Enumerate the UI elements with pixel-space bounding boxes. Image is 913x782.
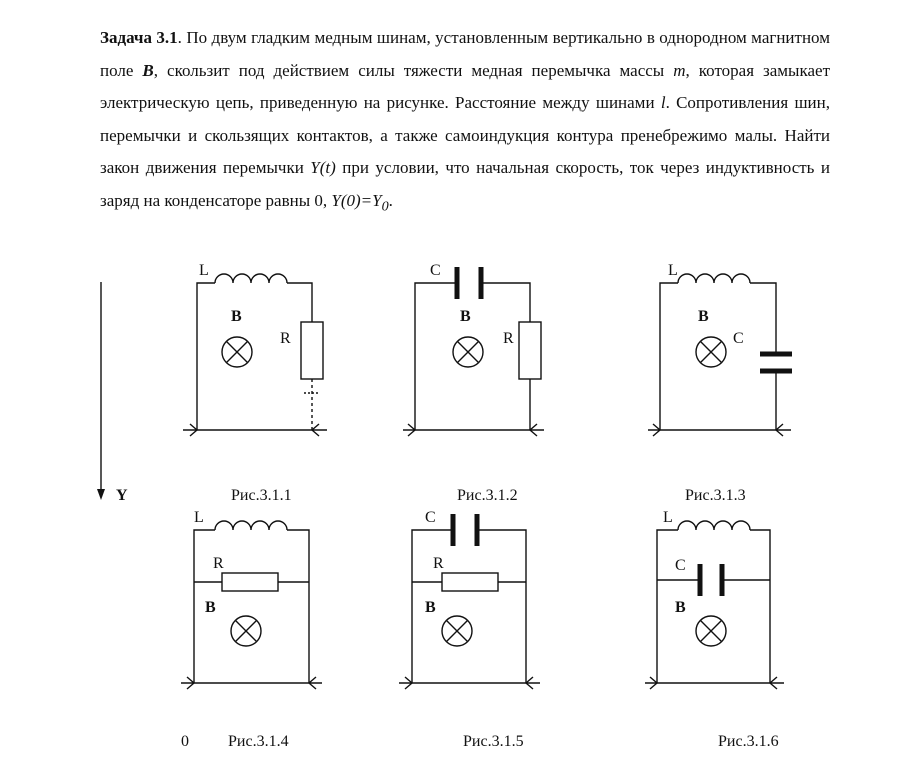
label-B: B: [425, 599, 436, 616]
resistor-R: [221, 572, 279, 592]
inductor-L: [214, 273, 288, 284]
motion-law-symbol: Y(t): [310, 158, 336, 178]
label-C: C: [425, 509, 436, 526]
label-R: R: [213, 555, 224, 572]
figure-3-1-4: L R B 0 Рис.3.1.4: [181, 509, 322, 750]
label-R: R: [280, 330, 291, 347]
figure-caption: Рис.3.1.4: [228, 733, 289, 750]
resistor-R: [300, 321, 324, 380]
mass-symbol: m: [673, 60, 686, 80]
label-B: B: [698, 308, 709, 325]
y-axis: Y: [97, 282, 128, 504]
label-L: L: [663, 509, 673, 526]
problem-text-5: при условии, что начальная скорость, ток…: [100, 158, 830, 210]
label-C: C: [430, 262, 441, 279]
figure-3-1-3: L C B Рис.3.1.3: [648, 262, 792, 504]
label-R: R: [433, 555, 444, 572]
label-B: B: [460, 308, 471, 325]
figure-3-1-6: L C B Рис.3.1.6: [645, 509, 784, 750]
resistor-R: [518, 321, 542, 380]
figure-caption: Рис.3.1.3: [685, 487, 746, 504]
initial-condition: Y(0)=Y0: [331, 190, 389, 215]
label-B: B: [205, 599, 216, 616]
figure-caption: Рис.3.1.1: [231, 487, 292, 504]
stray-zero: 0: [181, 733, 189, 750]
y-axis-label: Y: [116, 487, 128, 504]
distance-symbol: l: [660, 93, 666, 113]
figure-caption: Рис.3.1.6: [718, 733, 779, 750]
label-B: B: [675, 599, 686, 616]
figure-caption: Рис.3.1.5: [463, 733, 524, 750]
label-C: C: [675, 557, 686, 574]
label-L: L: [199, 262, 209, 279]
label-L: L: [194, 509, 204, 526]
problem-statement: Задача 3.1. По двум гладким медным шинам…: [100, 22, 830, 223]
magnetic-field-into-page-icon: [221, 336, 253, 368]
magnetic-field-into-page-icon: [452, 336, 484, 368]
problem-text-2: , скользит под действием силы тяжести ме…: [153, 60, 674, 80]
inductor-L: [214, 520, 288, 531]
problem-text-3: , которая замыкает электрическую цепь, п…: [100, 60, 831, 113]
magnetic-field-into-page-icon: [695, 615, 727, 647]
problem-title: Задача 3.1: [100, 28, 178, 47]
inductor-L: [677, 273, 751, 284]
problem-text-4: . Сопротивления шин, перемычки и скользя…: [100, 93, 830, 178]
field-symbol-B: B: [142, 60, 154, 80]
inductor-L: [677, 520, 751, 531]
label-B: B: [231, 308, 242, 325]
label-L: L: [668, 262, 678, 279]
problem-text-6: .: [388, 190, 393, 210]
resistor-R: [441, 572, 499, 592]
problem-text-1: . По двум гладким медным шинам, установл…: [100, 28, 830, 80]
figure-3-1-2: C R B Рис.3.1.2: [403, 262, 544, 504]
magnetic-field-into-page-icon: [695, 336, 727, 368]
figure-3-1-1: L R B Рис.3.1.1: [183, 262, 327, 504]
label-C: C: [733, 330, 744, 347]
label-R: R: [503, 330, 514, 347]
magnetic-field-into-page-icon: [230, 615, 262, 647]
figure-caption: Рис.3.1.2: [457, 487, 518, 504]
figure-3-1-5: C R B Рис.3.1.5: [399, 509, 540, 750]
magnetic-field-into-page-icon: [441, 615, 473, 647]
